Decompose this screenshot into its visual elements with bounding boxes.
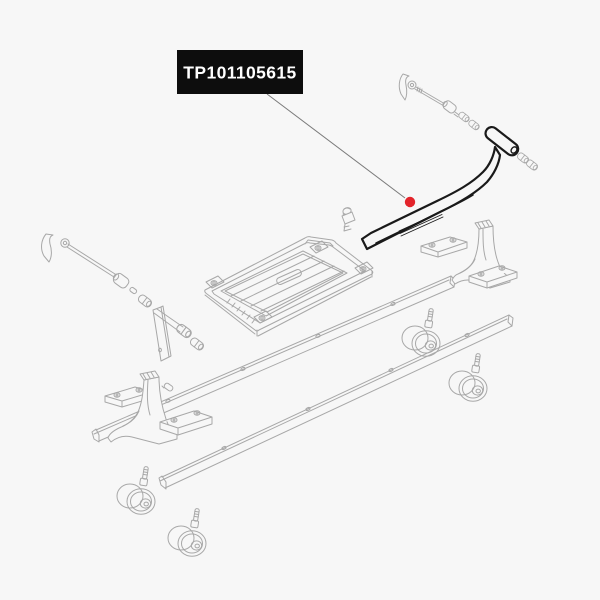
label-box[interactable] [177, 50, 303, 94]
front-rail [158, 314, 514, 490]
foot-bolt [477, 265, 506, 277]
bracket-plate-edge [160, 305, 172, 358]
tray-outline [204, 236, 374, 332]
qr-cam [60, 238, 70, 248]
leader-line [266, 93, 406, 199]
rail-holes [165, 302, 396, 403]
quick-release-skewer-left [41, 233, 138, 295]
qr-spring [416, 86, 423, 94]
tray-edge-ribs [226, 298, 256, 324]
rail-end-cap-left [158, 475, 167, 490]
tray-corner-pads [205, 240, 374, 324]
part-number-text: TP101105615 [183, 63, 296, 83]
tube-body [360, 145, 502, 251]
fin-top-ribs [477, 220, 490, 229]
qr-rod [66, 243, 116, 278]
foot-bolt [428, 237, 457, 248]
tray-slot [276, 268, 302, 286]
fin-inner-curves [459, 228, 487, 274]
part-marker-dot[interactable] [404, 196, 416, 208]
qr-lever [398, 73, 410, 101]
fin-inner-curves [122, 379, 151, 427]
left-end-support [104, 370, 213, 445]
right-end-support [420, 219, 518, 289]
bracket-arm [153, 308, 184, 333]
tube-mid-edge [375, 194, 474, 244]
t-handle-end-cap [510, 146, 518, 154]
foot-bolt [113, 387, 143, 398]
front-foot-bar [468, 265, 518, 289]
qr-cam [407, 80, 417, 90]
tray-bottom-depth [204, 270, 373, 337]
wheel-holder-bracket [152, 305, 194, 362]
part-number-label[interactable]: TP101105615 [177, 50, 303, 94]
caster-wheel [401, 307, 441, 357]
quick-release-skewer-right [398, 73, 460, 118]
cable-clip [341, 207, 356, 232]
rear-foot-bar [420, 236, 468, 258]
tray-slats [230, 255, 345, 312]
foot-bolt [170, 410, 201, 423]
caster-wheel [448, 352, 488, 402]
qr-lever [41, 233, 54, 263]
front-foot-bar [159, 410, 213, 436]
bracket-hole [158, 347, 162, 353]
fin-top-ribs [142, 371, 155, 380]
rail-edges [159, 314, 513, 489]
highlighted-part-t-handle-support-arm[interactable] [360, 125, 521, 251]
qr-nut [112, 272, 138, 295]
rail-end-cap-right [507, 314, 514, 327]
caster-wheel [167, 507, 207, 557]
caster-wheel [116, 465, 156, 515]
qr-rod [414, 86, 446, 107]
tube-grip-hatching [398, 211, 444, 237]
t-handle-grip [484, 125, 520, 157]
qr-nut [442, 100, 460, 118]
small-screw [161, 382, 174, 392]
rail-end-cap-left [91, 428, 100, 443]
tray-top-tab [304, 239, 334, 247]
bike-tray-platform [204, 236, 374, 337]
rail-holes [221, 332, 470, 451]
tray-bolts [210, 245, 367, 321]
diagram-parts [41, 73, 540, 557]
